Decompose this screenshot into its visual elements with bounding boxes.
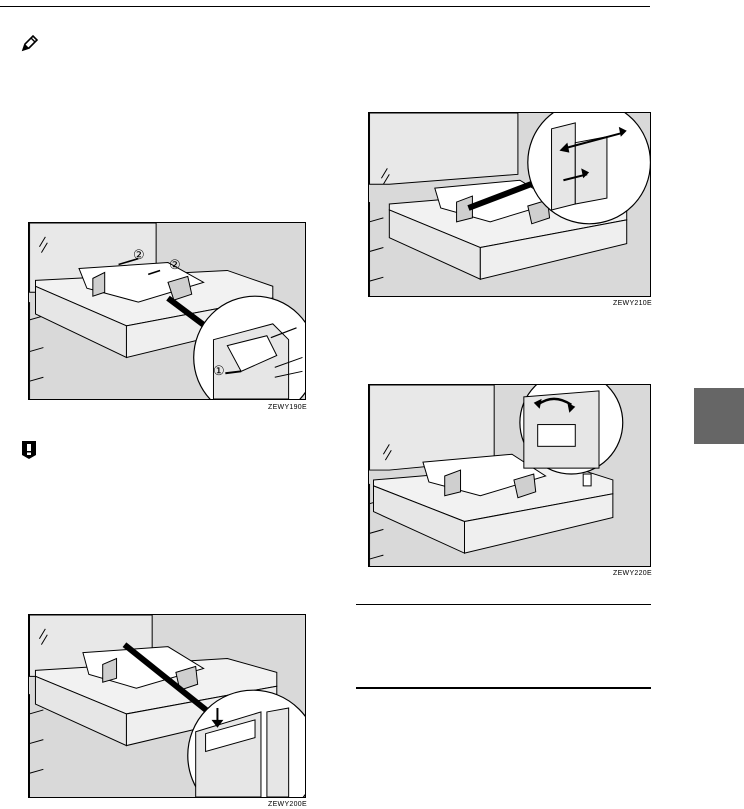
section-rule-bottom — [356, 687, 651, 689]
figure-code: ZEWY210E — [613, 300, 652, 307]
callout-2a: ② — [133, 247, 145, 263]
tray-illustration — [369, 113, 650, 296]
figure-tray-end-guide-lock — [28, 614, 306, 798]
chapter-tab — [694, 388, 744, 444]
figure-code: ZEWY220E — [613, 570, 652, 577]
callout-2b: ② — [169, 257, 181, 273]
callout-1: ① — [213, 363, 225, 379]
figure-code: ZEWY190E — [268, 404, 307, 411]
pencil-icon — [20, 34, 40, 54]
figure-code: ZEWY200E — [268, 801, 307, 808]
figure-tray-side-guide: ① ② ② — [28, 222, 306, 400]
figure-tray-paper-size-dial — [368, 384, 651, 567]
section-rule-top — [356, 604, 651, 605]
important-icon — [20, 440, 38, 460]
tray-illustration — [369, 385, 650, 566]
tray-illustration — [29, 223, 305, 399]
header-rule — [0, 6, 650, 7]
figure-tray-end-guide-slide — [368, 112, 651, 297]
tray-illustration — [29, 615, 305, 797]
